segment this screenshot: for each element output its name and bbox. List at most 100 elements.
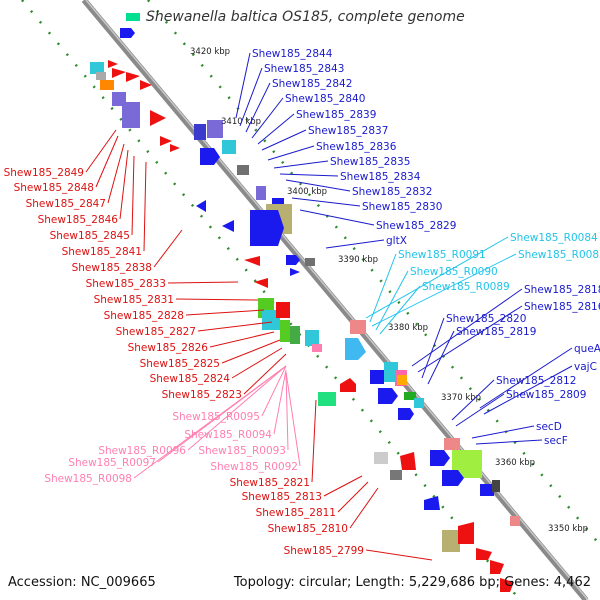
gene-feature <box>480 484 494 496</box>
gene-feature <box>378 388 398 404</box>
gene-label: Shew185_R0097 <box>68 457 156 469</box>
gene-label-leader <box>417 305 523 373</box>
gene-label: Shew185_2842 <box>272 78 352 90</box>
gene-label: Shew185_2811 <box>256 507 336 519</box>
gene-label: Shew185_2828 <box>104 310 184 322</box>
gene-label-leader <box>197 321 273 332</box>
gene-feature <box>140 80 152 90</box>
gene-feature <box>150 110 166 126</box>
gene-label-leader <box>273 369 287 435</box>
gene-label: Shew185_R0098 <box>44 473 132 485</box>
gene-label-leader <box>273 160 329 169</box>
gene-label: Shew185_2810 <box>268 523 348 535</box>
gene-feature <box>126 13 140 21</box>
gene-label: Shew185_2823 <box>162 389 242 401</box>
gene-feature <box>122 102 140 128</box>
gene-feature <box>404 392 416 400</box>
gene-label: Shew185_2813 <box>242 491 322 503</box>
gene-feature <box>276 302 290 318</box>
gene-feature <box>305 330 319 346</box>
gene-label-leader <box>261 129 307 151</box>
gene-feature <box>222 140 236 154</box>
gene-feature <box>207 120 223 138</box>
gene-label: Shew185_R0092 <box>210 461 298 473</box>
gene-feature <box>90 62 104 74</box>
gene-label: Shew185_2816 <box>524 301 600 313</box>
kbp-marker-label: 3350 kbp <box>548 524 588 534</box>
gene-label: Shew185_2820 <box>446 313 526 325</box>
gene-feature <box>390 470 402 480</box>
gene-feature <box>200 148 220 165</box>
gene-label-leader <box>239 67 263 127</box>
gene-label-leader <box>209 331 275 348</box>
kbp-marker-label: 3380 kbp <box>388 323 428 333</box>
gene-label: Shew185_R0084 <box>510 232 598 244</box>
gene-label: Shew185_2841 <box>62 246 142 258</box>
gene-feature <box>272 198 284 208</box>
gene-feature <box>170 144 180 152</box>
gene-feature <box>126 72 140 82</box>
gene-label-leader <box>285 371 301 467</box>
gene-label-leader <box>175 298 259 301</box>
gene-feature <box>476 548 492 560</box>
genome-title: Shewanella baltica OS185, complete genom… <box>146 9 465 25</box>
gene-label-leader <box>95 135 119 188</box>
gene-labels: Shew185_2844Shew185_2843Shew185_2842Shew… <box>4 48 600 561</box>
gene-label: Shew185_2799 <box>284 545 364 557</box>
gene-feature <box>250 210 284 246</box>
gene-feature <box>305 258 315 266</box>
gene-label: Shew185_2825 <box>140 358 220 370</box>
gene-label-leader <box>299 209 375 226</box>
gene-label: Shew185_2818 <box>524 284 600 296</box>
gene-feature <box>510 516 520 526</box>
gene-label-leader <box>107 143 125 204</box>
gene-label-leader <box>185 309 265 316</box>
gene-feature <box>400 452 416 470</box>
gene-feature <box>160 136 172 146</box>
gene-feature <box>100 80 114 90</box>
gene-feature <box>384 362 398 382</box>
genome-backbone-highlight <box>85 0 589 600</box>
gene-label: Shew185_R0090 <box>410 266 498 278</box>
gene-label: Shew185_2840 <box>285 93 365 105</box>
gene-feature <box>120 28 135 38</box>
gene-label: Shew185_2847 <box>26 198 106 210</box>
gene-label-leader <box>349 487 379 529</box>
topology-label: Topology: circular; Length: 5,229,686 bp… <box>233 575 591 590</box>
gene-label: Shew185_R0093 <box>198 445 286 457</box>
kbp-marker-label: 3390 kbp <box>338 255 378 265</box>
reverse-genes <box>90 60 514 592</box>
gene-label: Shew185_2833 <box>86 278 166 290</box>
gene-label-leader <box>455 393 505 427</box>
gene-label: Shew185_2836 <box>316 141 397 153</box>
gene-label: queA <box>574 343 600 355</box>
gene-label-leader <box>85 129 117 173</box>
gene-label-leader <box>131 155 135 236</box>
gene-feature <box>397 375 407 385</box>
gene-feature <box>262 310 280 330</box>
gene-label: Shew185_R0089 <box>422 281 510 293</box>
gene-feature <box>398 408 414 420</box>
gene-label: Shew185_R0083 <box>518 249 600 261</box>
gene-label-leader <box>243 353 287 395</box>
gene-feature <box>286 255 300 265</box>
gene-label-leader <box>365 549 433 561</box>
gene-label: secD <box>536 421 562 433</box>
gene-feature <box>108 60 118 68</box>
gene-label-leader <box>421 317 445 379</box>
gene-label-leader <box>153 229 183 268</box>
gene-feature <box>222 220 234 232</box>
gene-feature <box>280 320 290 342</box>
gene-label: Shew185_R0094 <box>184 429 272 441</box>
kbp-marker-label: 3360 kbp <box>495 458 535 468</box>
gene-label-leader <box>245 82 271 133</box>
gene-label: Shew185_2826 <box>128 342 209 354</box>
gene-label: Shew185_2844 <box>252 48 333 60</box>
gene-label-leader <box>379 285 421 335</box>
gene-label: Shew185_2831 <box>94 294 174 306</box>
gene-feature <box>318 392 336 406</box>
gene-label-leader <box>471 425 535 439</box>
gene-label-leader <box>231 347 283 379</box>
gene-feature <box>414 398 424 408</box>
gene-label-leader <box>119 149 129 220</box>
